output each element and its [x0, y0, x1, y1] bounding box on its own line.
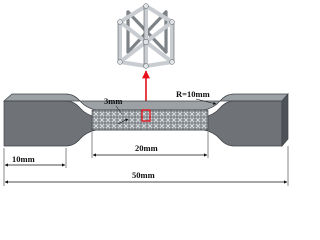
highlighted-unit-cell-marker: [141, 109, 151, 122]
dogbone-specimen: [3, 93, 289, 147]
dimension-fillet-radius: R=10mm: [176, 89, 217, 105]
tensile-specimen-diagram: 3mm R=10mm 20mm 10mm 50mm: [3, 3, 289, 186]
label-lattice-wall: 3mm: [104, 96, 122, 106]
label-gauge-length: 20mm: [135, 143, 158, 153]
dimension-gauge-length: 20mm: [91, 132, 209, 158]
label-total-length: 50mm: [132, 170, 155, 180]
label-fillet-radius: R=10mm: [176, 89, 210, 99]
dimension-lattice-wall: 3mm: [104, 96, 129, 125]
lattice-unit-cell-icon: [117, 3, 175, 69]
label-grip-length: 10mm: [12, 154, 35, 164]
specimen-side-face: [281, 93, 289, 147]
dimension-total-length: 50mm: [3, 146, 289, 186]
dimension-grip-length: 10mm: [3, 148, 67, 168]
